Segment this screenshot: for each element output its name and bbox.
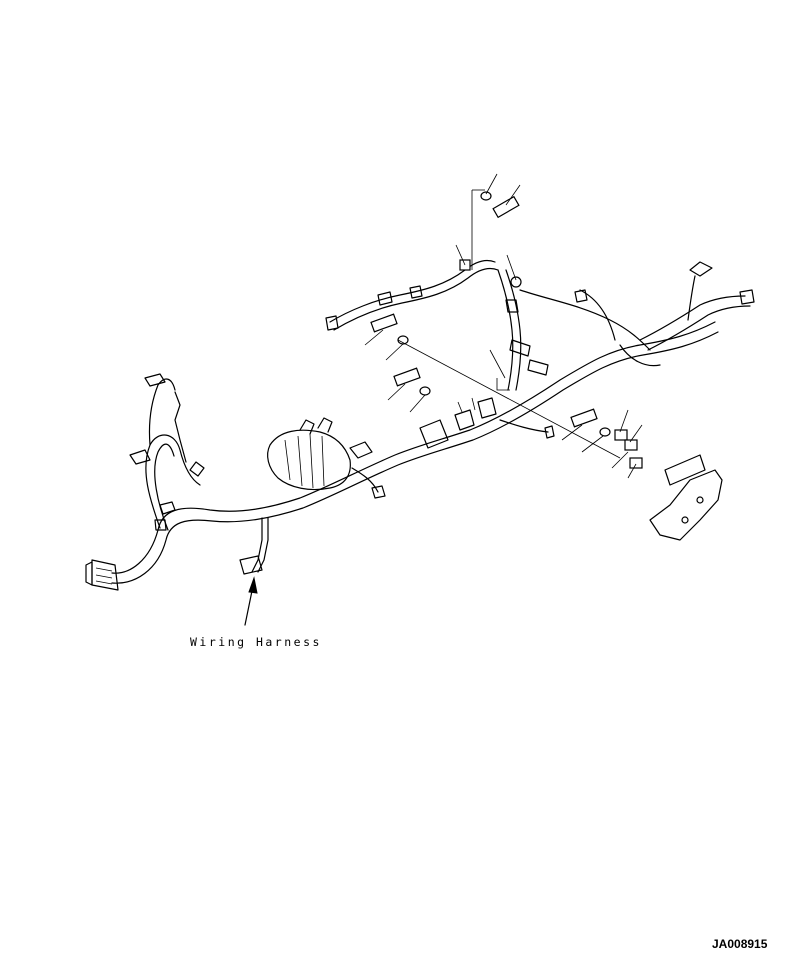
drawing-code: JA008915	[712, 937, 768, 951]
central-junction-block	[267, 417, 386, 499]
mounting-bracket-plate	[649, 454, 723, 541]
left-connector-bundle	[85, 559, 119, 591]
right-upper-branches	[519, 261, 755, 367]
upper-branch-harness	[325, 259, 499, 331]
hardware-items	[370, 191, 643, 469]
drop-branch	[239, 517, 269, 575]
leader-lines	[364, 173, 643, 479]
left-loop-branches	[129, 373, 205, 531]
main-harness-trunk	[111, 321, 719, 584]
reference-lines	[397, 189, 621, 459]
callout-label: Wiring Harness	[190, 635, 322, 649]
mid-trunk-connectors	[419, 397, 555, 449]
callout-arrow	[244, 576, 258, 626]
vertical-riser-branch	[497, 269, 549, 391]
